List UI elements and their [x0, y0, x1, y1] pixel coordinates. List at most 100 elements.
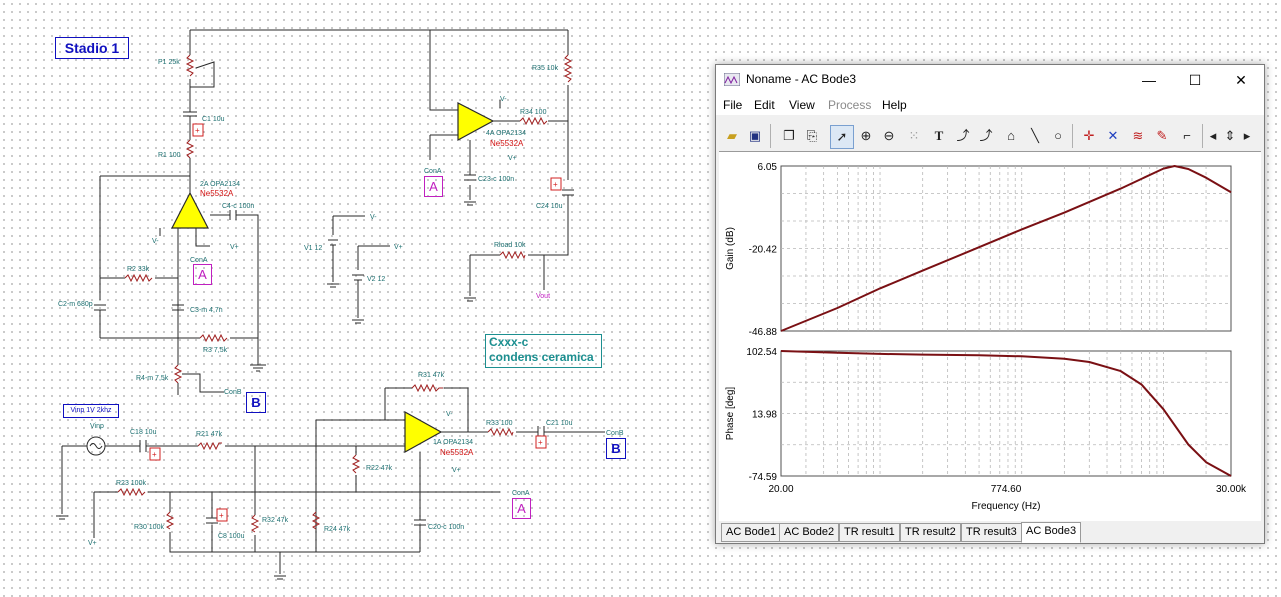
y-axis-label: Gain (dB): [725, 227, 736, 270]
source-label[interactable]: Vinp 1V 2khz: [63, 404, 119, 418]
toolbar-separator: [770, 124, 771, 148]
svg-text:Vout: Vout: [536, 293, 550, 300]
menu-file[interactable]: File: [723, 98, 743, 112]
connector-b-2[interactable]: B: [606, 438, 626, 459]
connector-b-1[interactable]: B: [246, 392, 266, 413]
zoom-in-icon[interactable]: ⊕: [860, 128, 872, 143]
title-bar[interactable]: Noname - AC Bode3 — ☐ ✕: [716, 65, 1264, 95]
svg-text:Ne5532A: Ne5532A: [440, 448, 474, 457]
toolbar-separator: [1072, 124, 1073, 148]
menu-bar: File Edit View Process Help: [716, 95, 1264, 115]
tab-tr-result1[interactable]: TR result1: [839, 523, 900, 542]
wave-icon[interactable]: ≋: [1132, 128, 1144, 143]
close-button[interactable]: ✕: [1235, 72, 1247, 88]
zoom-out-icon[interactable]: ⊖: [883, 128, 895, 143]
svg-text:V-: V-: [152, 238, 159, 245]
svg-text:C8 100u: C8 100u: [218, 533, 245, 540]
minimize-button[interactable]: —: [1142, 72, 1156, 88]
polarity-markers: [149, 123, 562, 522]
y-tick-label: 102.54: [746, 347, 777, 358]
svg-text:C4-c 100n: C4-c 100n: [222, 203, 254, 210]
menu-process[interactable]: Process: [828, 98, 872, 112]
svg-text:C24 10u: C24 10u: [536, 203, 563, 210]
svg-text:R2 33k: R2 33k: [127, 266, 150, 273]
svg-text:4A OPA2134: 4A OPA2134: [486, 130, 526, 137]
stage-label[interactable]: Stadio 1: [55, 37, 129, 59]
svg-text:V+: V+: [230, 244, 239, 251]
svg-text:C2-m 680p: C2-m 680p: [58, 301, 93, 308]
svg-text:Ne5532A: Ne5532A: [200, 189, 234, 198]
nav-left-icon[interactable]: ◂: [1209, 128, 1217, 143]
cursor-icon[interactable]: ✕: [1107, 128, 1119, 143]
svg-text:C23-c 100n: C23-c 100n: [478, 176, 514, 183]
text-icon[interactable]: T: [934, 128, 944, 143]
svg-text:R23 100k: R23 100k: [116, 480, 146, 487]
svg-text:R35 10k: R35 10k: [532, 65, 559, 72]
x-tick-label: 774.60: [991, 484, 1022, 495]
menu-help[interactable]: Help: [882, 98, 907, 112]
shape-tool-icon[interactable]: ⌂: [1007, 128, 1015, 143]
connector-a-2[interactable]: A: [193, 264, 212, 285]
svg-text:ConB: ConB: [224, 389, 242, 396]
y-axis-label: Phase [deg]: [725, 387, 736, 441]
bode-window[interactable]: Noname - AC Bode3 — ☐ ✕ File Edit View P…: [715, 64, 1265, 544]
y-tick-label: -20.42: [749, 245, 778, 256]
curve-tool-icon[interactable]: ⤴: [956, 128, 970, 143]
svg-text:R1 100: R1 100: [158, 152, 181, 159]
toolbar: ▰ ▣ ❐ ⎘ ➚ ⊕ ⊖ ⁙ T ⤴ ⤴ ⌂ ╲ ○ ✛ ✕ ≋ ✎ ⌐ ◂ …: [716, 118, 1264, 150]
window-title: Noname - AC Bode3: [746, 72, 857, 86]
curve-tool-2-icon[interactable]: ⤴: [979, 128, 993, 143]
svg-text:ConA: ConA: [424, 168, 442, 175]
svg-text:R30 100k: R30 100k: [134, 524, 164, 531]
svg-text:V+: V+: [452, 467, 461, 474]
svg-text:Ne5532A: Ne5532A: [490, 139, 524, 148]
svg-text:Vinp: Vinp: [90, 423, 104, 430]
marker-icon[interactable]: ✛: [1083, 128, 1095, 143]
svg-text:+: +: [553, 180, 558, 189]
connector-a-3[interactable]: A: [512, 498, 531, 519]
y-tick-label: 6.05: [758, 162, 778, 173]
app-icon: [724, 73, 740, 86]
nav-right-icon[interactable]: ▸: [1243, 128, 1251, 143]
component-labels: P1 25k C1 10u R1 100 2A OPA2134 Ne5532A …: [58, 59, 624, 547]
nav-updown-icon[interactable]: ⇕: [1224, 128, 1236, 143]
y-tick-label: -74.59: [749, 472, 778, 483]
svg-text:V+: V+: [394, 244, 403, 251]
grid-icon[interactable]: ⁙: [908, 128, 920, 143]
tab-ac-bode2[interactable]: AC Bode2: [779, 523, 840, 542]
pen-icon[interactable]: ✎: [1156, 128, 1168, 143]
menu-edit[interactable]: Edit: [754, 98, 775, 112]
svg-text:V1 12: V1 12: [304, 245, 322, 252]
tab-tr-result3[interactable]: TR result3: [961, 523, 1022, 542]
tab-ac-bode1[interactable]: AC Bode1: [721, 523, 782, 542]
maximize-button[interactable]: ☐: [1188, 72, 1202, 88]
circle-icon[interactable]: ○: [1054, 128, 1062, 143]
svg-text:1A OPA2134: 1A OPA2134: [433, 439, 473, 446]
pointer-icon[interactable]: ➚: [830, 125, 854, 149]
tab-ac-bode3[interactable]: AC Bode3: [1021, 522, 1082, 543]
save-icon[interactable]: ▣: [748, 128, 762, 143]
svg-text:R3 7,5k: R3 7,5k: [203, 347, 228, 354]
svg-text:ConA: ConA: [512, 490, 530, 497]
svg-text:R31 47k: R31 47k: [418, 372, 445, 379]
tab-tr-result2[interactable]: TR result2: [900, 523, 961, 542]
series-line: [780, 350, 1232, 477]
flag-icon[interactable]: ⌐: [1183, 128, 1191, 143]
menu-view[interactable]: View: [789, 98, 815, 112]
svg-text:R32 47k: R32 47k: [262, 517, 289, 524]
open-icon[interactable]: ▰: [727, 128, 737, 143]
svg-text:+: +: [152, 450, 157, 459]
copy-icon[interactable]: ❐: [783, 128, 795, 143]
svg-text:ConA: ConA: [190, 257, 208, 264]
paste-icon[interactable]: ⎘: [806, 128, 818, 143]
svg-text:+: +: [219, 511, 224, 520]
line-icon[interactable]: ╲: [1031, 128, 1039, 143]
note-box[interactable]: Cxxx-c condens ceramica: [485, 334, 602, 368]
svg-text:V+: V+: [508, 155, 517, 162]
connector-a-1[interactable]: A: [424, 176, 443, 197]
